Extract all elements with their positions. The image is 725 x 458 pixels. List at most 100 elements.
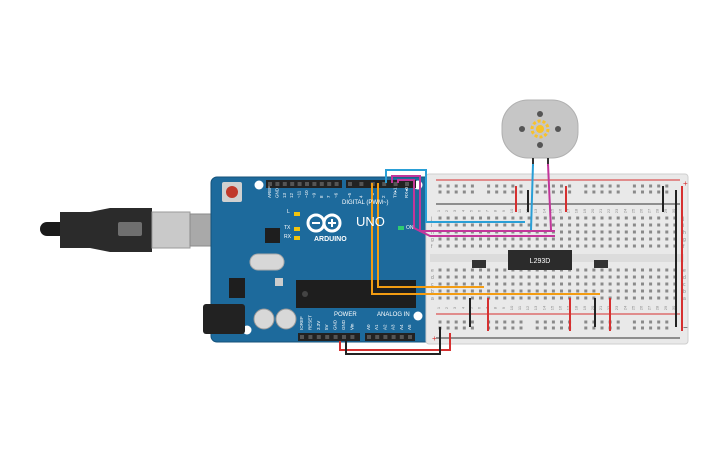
breadboard-hole[interactable] (527, 244, 531, 248)
breadboard-hole[interactable] (446, 237, 450, 241)
wires[interactable] (339, 163, 683, 355)
breadboard-hole[interactable] (519, 289, 523, 293)
rail-hole[interactable] (560, 190, 563, 194)
breadboard-hole[interactable] (632, 237, 636, 241)
breadboard-hole[interactable] (487, 223, 491, 227)
rail-hole[interactable] (446, 190, 450, 194)
breadboard-hole[interactable] (454, 275, 458, 279)
breadboard-hole[interactable] (592, 289, 596, 293)
breadboard-hole[interactable] (527, 216, 531, 220)
breadboard-hole[interactable] (543, 237, 547, 241)
rail-hole[interactable] (535, 184, 539, 188)
breadboard-hole[interactable] (568, 237, 572, 241)
rail-hole[interactable] (551, 184, 555, 188)
power-jack[interactable] (203, 304, 245, 334)
rail-hole[interactable] (641, 320, 644, 324)
breadboard-hole[interactable] (479, 237, 482, 241)
rail-hole[interactable] (657, 184, 661, 188)
breadboard-hole[interactable] (600, 230, 604, 234)
digital-pin-socket[interactable] (275, 182, 280, 186)
breadboard-hole[interactable] (503, 296, 507, 300)
breadboard-hole[interactable] (673, 237, 677, 241)
breadboard-hole[interactable] (649, 289, 653, 293)
breadboard-hole[interactable] (560, 216, 563, 220)
breadboard-hole[interactable] (454, 289, 458, 293)
breadboard-hole[interactable] (527, 275, 531, 279)
breadboard-hole[interactable] (519, 237, 523, 241)
breadboard-hole[interactable] (487, 268, 491, 272)
breadboard-hole[interactable] (600, 223, 604, 227)
rail-hole[interactable] (641, 184, 644, 188)
breadboard-hole[interactable] (462, 268, 466, 272)
rail-hole[interactable] (454, 326, 458, 330)
rail-hole[interactable] (495, 190, 499, 194)
breadboard-hole[interactable] (543, 216, 547, 220)
breadboard-hole[interactable] (551, 223, 555, 227)
rail-hole[interactable] (487, 184, 491, 188)
usb-cable[interactable] (40, 208, 225, 252)
rail-hole[interactable] (632, 326, 636, 330)
breadboard-hole[interactable] (495, 296, 499, 300)
breadboard-hole[interactable] (503, 282, 507, 286)
breadboard-hole[interactable] (592, 244, 596, 248)
breadboard-hole[interactable] (446, 296, 450, 300)
breadboard-hole[interactable] (641, 275, 644, 279)
breadboard-hole[interactable] (470, 282, 474, 286)
breadboard-hole[interactable] (543, 275, 547, 279)
rail-hole[interactable] (551, 320, 555, 324)
breadboard-hole[interactable] (511, 275, 515, 279)
breadboard-hole[interactable] (462, 216, 466, 220)
breadboard-hole[interactable] (446, 244, 450, 248)
power-pin-socket[interactable] (342, 335, 346, 339)
breadboard-hole[interactable] (511, 237, 515, 241)
breadboard-hole[interactable] (584, 296, 588, 300)
breadboard-hole[interactable] (616, 230, 620, 234)
rail-hole[interactable] (568, 184, 572, 188)
rail-hole[interactable] (551, 326, 555, 330)
rail-hole[interactable] (608, 190, 612, 194)
breadboard-hole[interactable] (576, 275, 580, 279)
breadboard-hole[interactable] (446, 289, 450, 293)
breadboard-hole[interactable] (624, 216, 628, 220)
breadboard-hole[interactable] (519, 296, 523, 300)
rail-hole[interactable] (519, 184, 523, 188)
digital-pin-socket[interactable] (327, 182, 332, 186)
rail-hole[interactable] (632, 320, 636, 324)
wire-orange-signal-2[interactable] (377, 183, 484, 288)
breadboard-hole[interactable] (551, 244, 555, 248)
breadboard-hole[interactable] (551, 237, 555, 241)
breadboard-hole[interactable] (616, 268, 620, 272)
breadboard-hole[interactable] (649, 268, 653, 272)
rail-hole[interactable] (519, 190, 523, 194)
breadboard-hole[interactable] (470, 237, 474, 241)
breadboard-hole[interactable] (649, 282, 653, 286)
breadboard-hole[interactable] (519, 244, 523, 248)
rail-hole[interactable] (649, 184, 653, 188)
breadboard-hole[interactable] (673, 223, 677, 227)
power-pin-socket[interactable] (333, 335, 338, 339)
breadboard-hole[interactable] (560, 223, 563, 227)
rail-hole[interactable] (600, 190, 604, 194)
breadboard-hole[interactable] (657, 244, 661, 248)
breadboard-hole[interactable] (438, 244, 442, 248)
breadboard-hole[interactable] (454, 296, 458, 300)
breadboard-hole[interactable] (657, 296, 661, 300)
breadboard-hole[interactable] (576, 289, 580, 293)
breadboard-hole[interactable] (479, 244, 482, 248)
breadboard-hole[interactable] (616, 289, 620, 293)
breadboard-hole[interactable] (584, 244, 588, 248)
breadboard-hole[interactable] (535, 244, 539, 248)
breadboard-hole[interactable] (608, 244, 612, 248)
breadboard-hole[interactable] (519, 275, 523, 279)
breadboard-hole[interactable] (600, 216, 604, 220)
rail-hole[interactable] (503, 190, 507, 194)
rail-hole[interactable] (657, 326, 661, 330)
breadboard-hole[interactable] (608, 237, 612, 241)
breadboard-hole[interactable] (576, 268, 580, 272)
breadboard-hole[interactable] (592, 237, 596, 241)
rail-hole[interactable] (495, 184, 499, 188)
rail-hole[interactable] (616, 184, 620, 188)
rail-hole[interactable] (665, 184, 669, 188)
